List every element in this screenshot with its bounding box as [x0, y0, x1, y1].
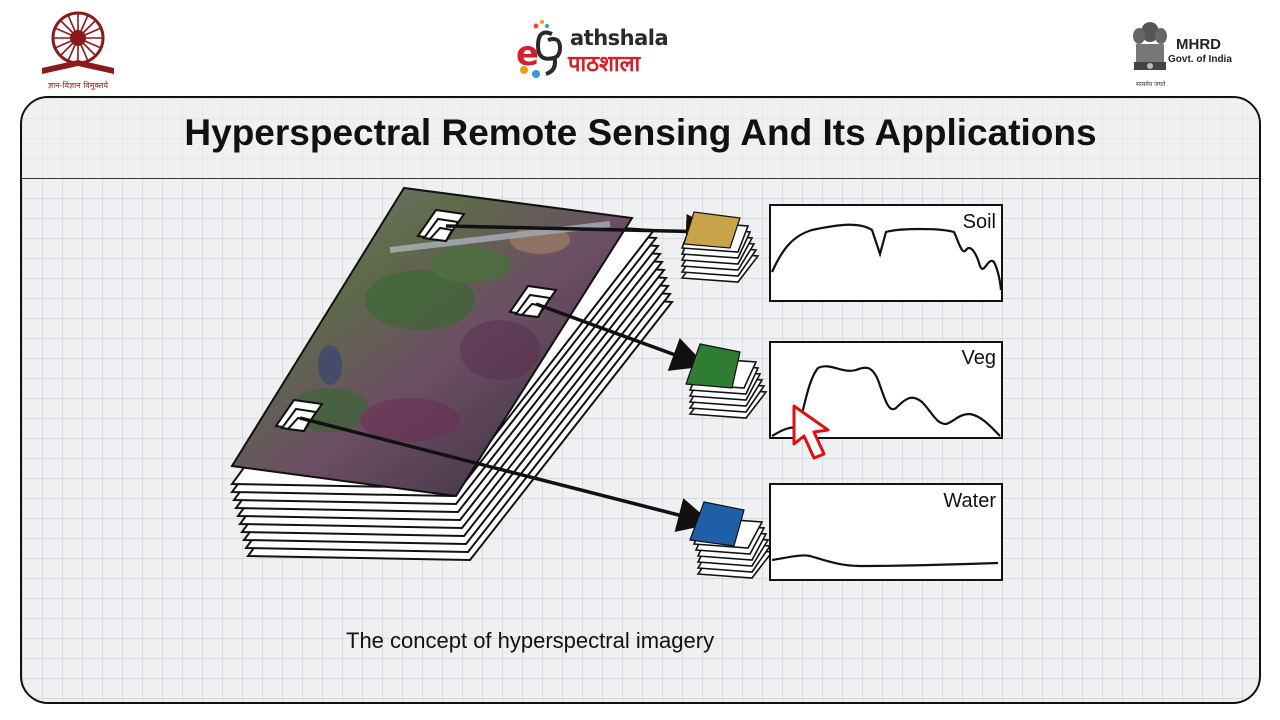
- image-cube-stack: [230, 186, 674, 562]
- mhrd-logo: MHRD Govt. of India सत्यमेव जयते: [1130, 18, 1270, 96]
- chakra-icon: [42, 11, 114, 74]
- epathshala-logo: e athshala पाठशाला: [512, 16, 702, 80]
- soil-pixel-stack: [680, 211, 760, 283]
- arrow-water: [299, 416, 713, 533]
- water-color-tile: [689, 501, 745, 547]
- pixel-marker-veg: [508, 284, 558, 319]
- epathshala-e-letter: e: [516, 34, 540, 74]
- soil-spectrum-label: Soil: [963, 211, 996, 233]
- slide-panel: Hyperspectral Remote Sensing And Its App…: [20, 96, 1261, 704]
- veg-spectrum-label: Veg: [962, 347, 996, 369]
- water-spectrum-label: Water: [943, 490, 996, 512]
- mouse-pointer-icon: [792, 404, 830, 460]
- university-logo: ज्ञान-विज्ञान विमुक्तये: [38, 8, 118, 94]
- veg-pixel-stack: [685, 343, 768, 419]
- water-pixel-stack: [689, 501, 774, 579]
- soil-spectrum-box: Soil: [769, 204, 1003, 302]
- epathshala-english: athshala: [570, 26, 669, 50]
- epathshala-hindi: पाठशाला: [568, 52, 641, 77]
- veg-color-tile: [685, 343, 741, 389]
- mhrd-name: MHRD: [1176, 36, 1221, 53]
- arrow-veg: [535, 302, 707, 371]
- university-tagline: ज्ञान-विज्ञान विमुक्तये: [47, 81, 109, 90]
- arrow-soil: [445, 213, 721, 249]
- slide-title: Hyperspectral Remote Sensing And Its App…: [184, 112, 1097, 153]
- emblem-icon: [1133, 22, 1167, 70]
- water-spectrum-curve: [771, 554, 999, 568]
- soil-color-tile: [683, 211, 741, 249]
- mhrd-motto: सत्यमेव जयते: [1136, 81, 1166, 88]
- figure-caption: The concept of hyperspectral imagery: [346, 628, 715, 653]
- water-spectrum-box: Water: [769, 483, 1003, 581]
- soil-spectrum-curve: [770, 223, 1003, 291]
- epathshala-mark-icon: [520, 20, 563, 78]
- header-bar: ज्ञान-विज्ञान विमुक्तये e athshala पाठशा…: [0, 0, 1280, 96]
- pixel-marker-water: [274, 398, 324, 433]
- title-bar: Hyperspectral Remote Sensing And Its App…: [22, 98, 1259, 179]
- mhrd-subtitle: Govt. of India: [1168, 54, 1232, 65]
- veg-spectrum-curve: [771, 365, 1001, 437]
